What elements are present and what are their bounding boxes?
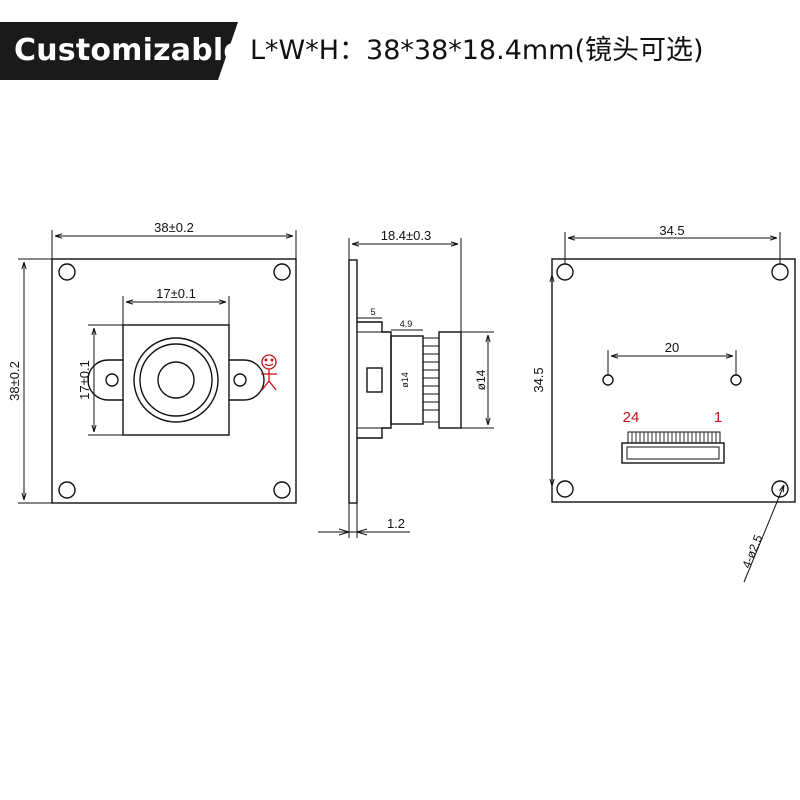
front-holder-height-label: 17±0.1 [77,360,92,400]
front-view [18,230,297,504]
front-mount-hole-tl [58,263,76,281]
back-mount-hole-label: 4-ø2.5 [739,533,765,571]
front-holder-width-label: 17±0.1 [156,286,196,301]
badge-label: Customizable [14,33,244,68]
back-mount-hole-leader [743,485,784,583]
front-mount-hole-tr [273,263,291,281]
side-thread-offset-label: 4.9 [400,319,413,329]
side-holder-body [357,321,392,439]
back-mount-hole-tl [556,263,574,281]
side-board [348,259,358,504]
front-board-height-label: 38±0.2 [7,361,22,401]
back-view [551,232,796,583]
back-connector-hole-right [730,374,742,386]
front-board-outline [51,258,297,504]
front-flange-hole-right [233,373,247,387]
back-mount-hole-br [771,480,789,498]
side-step-label: 5 [370,307,375,317]
back-h-spacing-label: 34.5 [659,223,684,238]
front-holder-flange-right [229,359,265,401]
back-connector-hole-left [602,374,614,386]
side-outer-diameter-label: ø14 [474,369,488,390]
side-holder-tab [366,367,383,393]
back-board-outline [551,258,796,503]
connector-pin-24-label: 24 [623,409,640,426]
dimensions-title: L*W*H：38*38*18.4mm(镜头可选) [250,35,704,66]
back-fpc-connector [621,431,725,464]
front-lens-ring-outer [133,337,219,423]
front-lens-ring-mid [139,343,213,417]
front-mount-hole-br [273,481,291,499]
side-inner-diameter-label: ø14 [400,372,410,388]
customizable-badge: Customizable [0,22,244,80]
front-lens-glass [157,361,195,399]
back-mount-hole-bl [556,480,574,498]
front-mount-hole-bl [58,481,76,499]
front-flange-hole-left [105,373,119,387]
side-lens-thread [422,337,440,423]
side-lens-front [438,331,462,429]
side-depth-label: 18.4±0.3 [381,228,432,243]
back-connector-spacing-label: 20 [665,340,679,355]
front-holder-flange-left [87,359,123,401]
back-v-spacing-label: 34.5 [531,367,546,392]
side-thickness-label: 1.2 [387,516,405,531]
side-view [318,238,494,538]
connector-pin-1-label: 1 [714,409,722,426]
badge-background [0,22,238,80]
front-lens-holder [122,324,230,436]
back-mount-hole-tr [771,263,789,281]
mascot-icon [261,354,277,391]
front-board-width-label: 38±0.2 [154,220,194,235]
